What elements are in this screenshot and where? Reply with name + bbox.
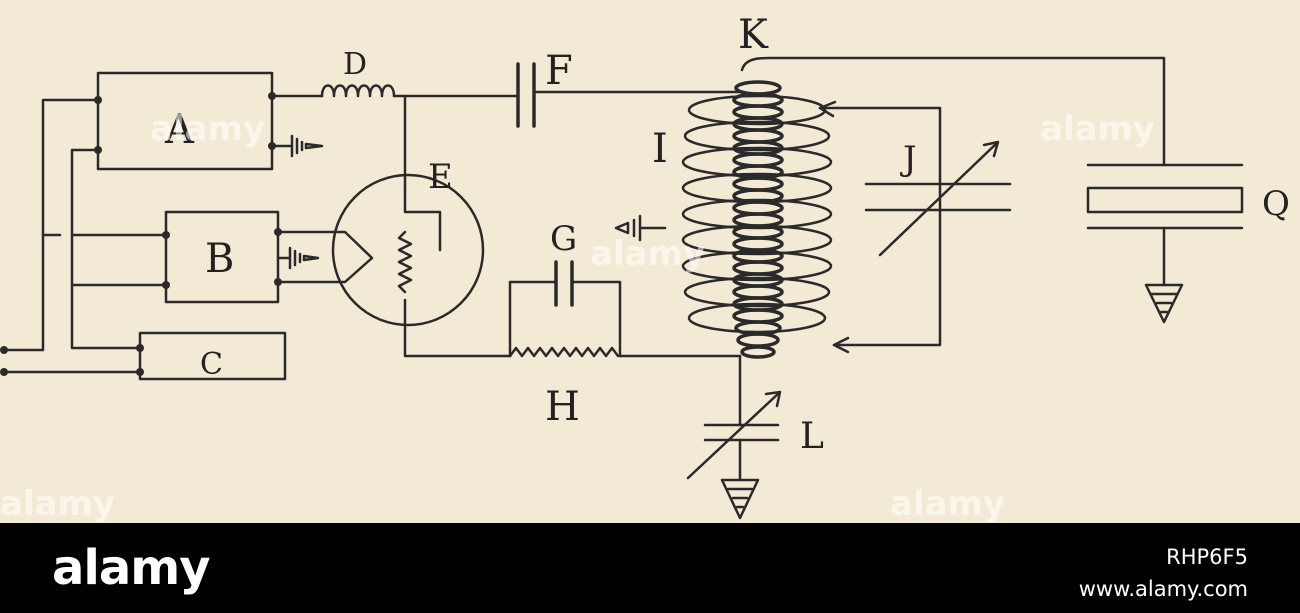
watermark: alamy: [0, 484, 115, 523]
coil-k-inner: [732, 80, 784, 359]
node-dot: [136, 368, 144, 376]
tap-arrow-bottom: [832, 336, 850, 354]
ground-icon: [1144, 283, 1184, 324]
tube-grid: [397, 230, 413, 294]
circuit-diagram: A B C D F: [0, 0, 1300, 523]
node-dot: [94, 146, 102, 154]
label-e: E: [428, 157, 453, 197]
supply-wire-outer: [2, 98, 100, 352]
ground-icon: [270, 134, 324, 158]
image-id-block: RHP6F5 www.alamy.com: [1079, 541, 1248, 605]
ground-icon: [614, 214, 667, 242]
alamy-logo: alamy: [52, 540, 211, 596]
ground-icon: [276, 246, 320, 270]
label-d: D: [343, 47, 367, 82]
label-j: J: [900, 139, 917, 179]
node-dot: [136, 344, 144, 352]
label-q: Q: [1262, 184, 1290, 224]
label-l: L: [800, 416, 824, 457]
node-dot: [162, 231, 170, 239]
label-f: F: [545, 48, 573, 94]
watermark: alamy: [150, 109, 265, 149]
capacitor-j-arrow: [878, 140, 1000, 257]
terminal-dot: [0, 346, 8, 354]
tap-arrow-top: [818, 100, 837, 118]
label-a: A: [164, 107, 195, 153]
box-a: [96, 71, 274, 171]
resistor-h: [508, 346, 620, 358]
label-h: H: [545, 384, 580, 430]
label-c: C: [200, 347, 223, 382]
ground-icon: [720, 478, 760, 520]
wire-j-frame: [818, 106, 942, 347]
tube-plate: [403, 186, 442, 252]
box-c: [138, 331, 287, 381]
tube-filament: [276, 230, 374, 284]
terminal-dot: [0, 368, 8, 376]
feed-wire: [70, 148, 168, 350]
watermark: alamy: [890, 484, 1005, 523]
label-g: G: [550, 219, 577, 259]
label-b: B: [205, 236, 234, 282]
node-dot: [162, 281, 170, 289]
image-id: RHP6F5: [1166, 545, 1248, 569]
watermark: alamy: [1040, 109, 1155, 149]
coil-i: [681, 94, 833, 334]
node-dot: [94, 96, 102, 104]
capacitor-l-arrow: [686, 390, 782, 480]
label-i: I: [652, 126, 668, 172]
watermark: alamy: [590, 234, 705, 274]
site-url: www.alamy.com: [1078, 577, 1248, 601]
capacitor-q-dielectric: [1086, 186, 1244, 214]
coil-d: [320, 84, 396, 98]
wire-tube-to-h: [403, 298, 512, 358]
wire-g-frame: [508, 280, 622, 358]
wire-k-to-q: [740, 56, 1166, 167]
footer-bar: [0, 523, 1300, 613]
tube-e: [331, 173, 485, 327]
label-k: K: [738, 12, 769, 58]
